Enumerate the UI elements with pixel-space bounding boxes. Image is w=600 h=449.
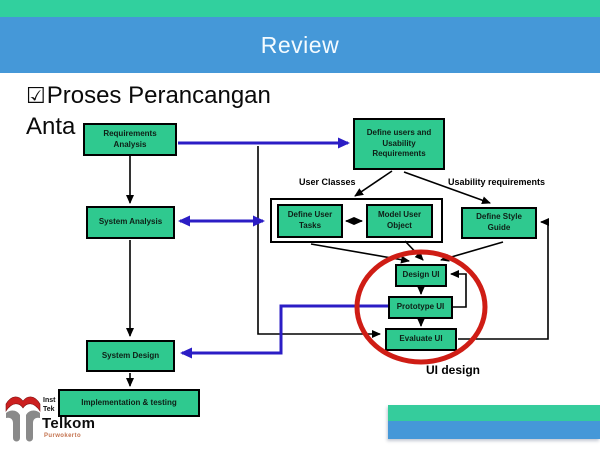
box-implementation-testing-label: Implementation & testing — [81, 397, 177, 407]
top-accent-bar — [0, 0, 600, 17]
slide-title: Review — [260, 31, 340, 58]
box-requirements-analysis-label: Requirements Analysis — [103, 128, 157, 149]
bottom-accent-bar-blue — [388, 421, 600, 439]
box-define-style-guide-label: Define Style Guide — [476, 212, 522, 232]
label-usability-requirements: Usability requirements — [448, 177, 546, 187]
logo-city: Purwokerto — [44, 433, 82, 439]
arrow-model-object-to-design-ui — [404, 240, 424, 261]
box-model-user-object: Model User Object — [366, 204, 433, 238]
checkbox-icon: ☑ — [26, 83, 46, 108]
box-system-design: System Design — [86, 340, 175, 372]
telkom-logo-icon — [5, 396, 41, 442]
box-define-user-tasks: Define User Tasks — [277, 204, 343, 238]
box-system-design-label: System Design — [101, 350, 160, 360]
arrow-evaluate-feedback-to-style-guide — [458, 218, 549, 340]
box-define-user-tasks-label: Define User Tasks — [287, 210, 333, 230]
box-evaluate-ui-label: Evaluate UI — [399, 334, 443, 344]
heading-line1: Proses Perancangan — [46, 82, 271, 109]
logo-text-fragment-2: Tek — [43, 406, 55, 413]
bottom-accent-bar-green — [388, 405, 600, 421]
box-requirements-analysis: Requirements Analysis — [83, 123, 177, 156]
bottom-accent-bar — [388, 405, 600, 439]
slide-heading: ☑Proses Perancangan Anta — [26, 80, 326, 142]
arrow-prototype-to-system-design — [180, 304, 388, 359]
box-implementation-testing: Implementation & testing — [58, 389, 200, 417]
box-define-users: Define users and Usability Requirements — [353, 118, 445, 170]
label-user-classes: User Classes — [299, 177, 356, 187]
arrow-prototype-feedback-to-design — [450, 270, 467, 308]
arrow-style-guide-to-design-ui — [440, 241, 504, 262]
box-model-user-object-label: Model User Object — [377, 210, 422, 230]
box-system-analysis-label: System Analysis — [98, 217, 163, 227]
arrow-container-to-design-ui — [310, 243, 410, 264]
box-define-users-label: Define users and Usability Requirements — [366, 127, 432, 159]
box-evaluate-ui: Evaluate UI — [385, 328, 457, 351]
box-define-style-guide: Define Style Guide — [461, 207, 537, 239]
title-bar: Review — [0, 17, 600, 73]
logo-text-fragment-1: Inst — [43, 397, 56, 404]
box-design-ui: Design UI — [395, 264, 447, 287]
telkom-logo: Inst Tek Telkom Purwokerto — [5, 391, 135, 447]
box-design-ui-label: Design UI — [402, 270, 440, 280]
logo-name: Telkom — [42, 415, 96, 432]
heading-line2: Anta — [26, 113, 76, 141]
arrow-define-users-to-user-tasks — [354, 170, 393, 197]
label-ui-design: UI design — [426, 363, 481, 377]
box-system-analysis: System Analysis — [86, 206, 175, 239]
box-prototype-ui-label: Prototype UI — [396, 302, 445, 312]
box-prototype-ui: Prototype UI — [388, 296, 453, 319]
